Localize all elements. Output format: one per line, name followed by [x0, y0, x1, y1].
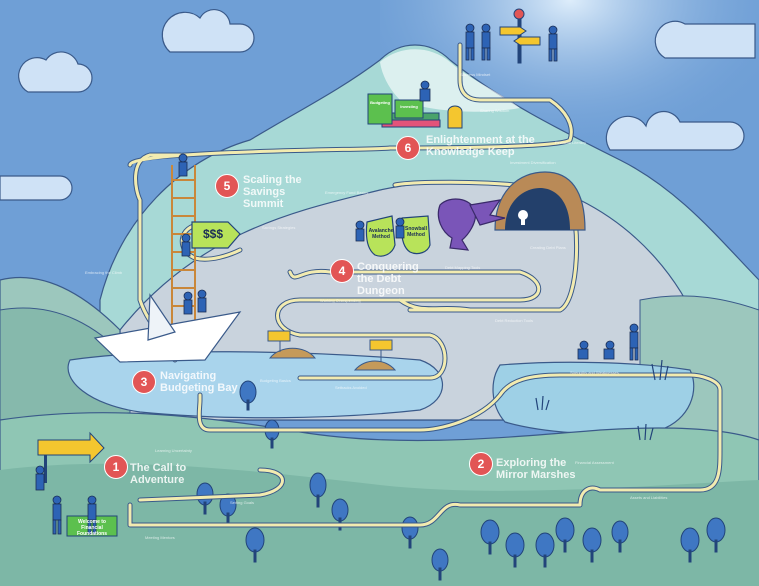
stage-3-title: Navigating Budgeting Bay — [160, 370, 238, 394]
stage-3-badge: 3 — [132, 370, 156, 394]
note: Emergency Fund Basics — [325, 190, 369, 195]
reeds — [535, 359, 669, 441]
note: Strengths and Weaknesses — [570, 370, 619, 375]
note: Meeting Mentors — [145, 535, 175, 540]
note: Creating Debt Plans — [530, 245, 566, 250]
note: Setting Goals — [230, 500, 255, 505]
note: Investment Diversification — [510, 160, 556, 165]
stage-6-title: Enlightenment at the Knowledge Keep — [426, 134, 535, 158]
book-left-text: Budgeting — [370, 100, 390, 105]
islands — [267, 330, 397, 371]
stage-5-title: Scaling the Savings Summit — [243, 174, 302, 210]
note: Budgeting Basics — [260, 378, 291, 383]
note: Debt Mapping Tools — [445, 265, 481, 270]
note: Savings Strategies — [262, 225, 296, 230]
dollar-sign-panel — [191, 221, 241, 249]
dungeon-door — [494, 171, 586, 231]
note: Assets and Liabilities — [630, 495, 668, 500]
entry-arrow-sign — [37, 431, 105, 483]
trees — [196, 380, 726, 581]
note: Debt Reduction Tools — [495, 318, 533, 323]
note: Sharing Wisdom — [480, 108, 510, 113]
cloud — [0, 9, 756, 201]
shield-left-text: Avalanche Method — [368, 228, 394, 240]
dragon — [437, 198, 506, 251]
stage-5-badge: 5 — [215, 174, 239, 198]
note: Setbacks Avoided — [335, 385, 367, 390]
note: Success Mindset — [460, 72, 491, 77]
welcome-sign-text: Welcome to Financial Foundations — [77, 519, 107, 537]
note: Financial Assessment — [575, 460, 614, 465]
dollar-sign-text: $$$ — [202, 227, 224, 241]
stage-6-badge: 6 — [396, 136, 420, 160]
stage-4-title: Conquering the Debt Dungeon — [357, 261, 419, 297]
stage-1-badge: 1 — [104, 455, 128, 479]
note: Financial Literacy — [555, 140, 587, 145]
stage-2-title: Exploring the Mirror Marshes — [496, 457, 576, 481]
note: Working Overspending — [320, 298, 361, 303]
stage-4-badge: 4 — [330, 259, 354, 283]
note: Learning Uncertainty — [155, 448, 192, 453]
budgeting-bay — [67, 351, 444, 419]
shield-right-text: Snowball Method — [405, 226, 427, 238]
book-right-text: Investing — [400, 104, 418, 109]
stage-1-title: The Call to Adventure — [130, 462, 187, 486]
people — [35, 23, 639, 535]
books — [367, 93, 463, 129]
stage-2-badge: 2 — [469, 452, 493, 476]
shields — [365, 215, 431, 257]
paper-boat — [93, 293, 242, 363]
signpost — [499, 8, 541, 64]
note: Embracing the Climb — [85, 270, 123, 275]
